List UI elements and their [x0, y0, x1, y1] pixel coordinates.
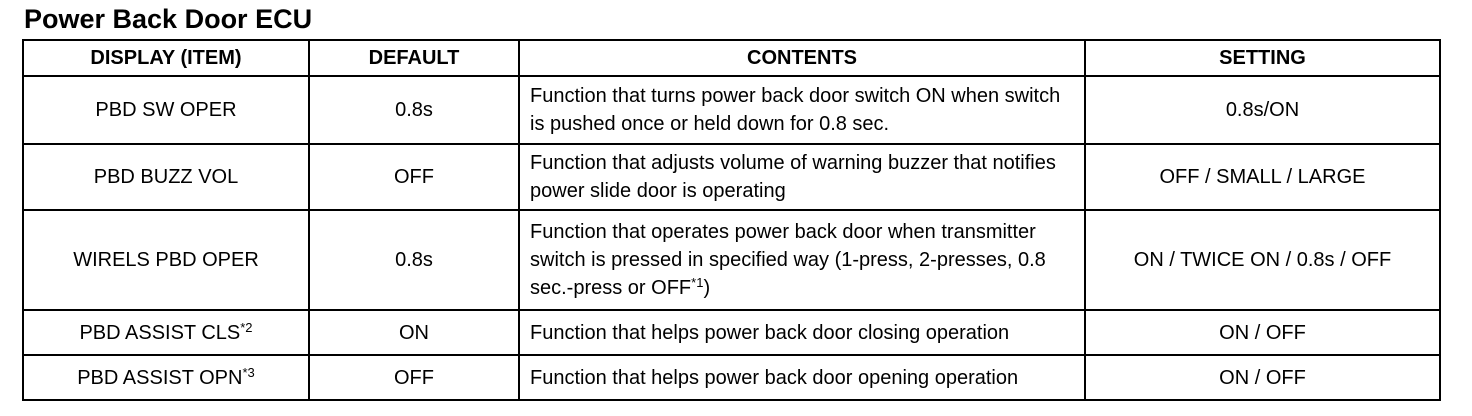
item-label: PBD ASSIST CLS: [79, 321, 241, 344]
footnote-marker: *2: [240, 319, 253, 335]
contents-text: Function that turns power back door swit…: [530, 85, 1061, 135]
cell-setting: ON / OFF: [1084, 309, 1441, 356]
item-label: WIRELS PBD OPER: [73, 249, 259, 271]
item-label: PBD BUZZ VOL: [93, 166, 239, 188]
cell-setting: ON / OFF: [1084, 354, 1441, 401]
footnote-marker: *3: [242, 364, 255, 380]
item-label: PBD SW OPER: [95, 99, 237, 121]
cell-default: 0.8s: [308, 209, 520, 311]
table-row: PBD SW OPER 0.8s Function that turns pow…: [22, 75, 1441, 145]
header-default: DEFAULT: [308, 39, 520, 77]
cell-default: OFF: [308, 143, 520, 211]
cell-contents: Function that turns power back door swit…: [518, 75, 1086, 145]
page-title: Power Back Door ECU: [24, 4, 313, 34]
contents-text: Function that adjusts volume of warning …: [530, 152, 1056, 202]
cell-item: WIRELS PBD OPER: [22, 209, 310, 311]
table-row: PBD ASSIST CLS*2 ON Function that helps …: [22, 309, 1441, 356]
cell-default: ON: [308, 309, 520, 356]
table-row: PBD ASSIST OPN*3 OFF Function that helps…: [22, 354, 1441, 401]
footnote-marker: *1: [691, 275, 704, 290]
cell-default: OFF: [308, 354, 520, 401]
contents-text: Function that operates power back door w…: [530, 221, 1046, 299]
table-row: PBD BUZZ VOL OFF Function that adjusts v…: [22, 143, 1441, 211]
cell-contents: Function that adjusts volume of warning …: [518, 143, 1086, 211]
cell-contents: Function that helps power back door clos…: [518, 309, 1086, 356]
contents-text: Function that helps power back door open…: [530, 366, 1019, 389]
cell-default: 0.8s: [308, 75, 520, 145]
header-display-item: DISPLAY (ITEM): [22, 39, 310, 77]
table-row: WIRELS PBD OPER 0.8s Function that opera…: [22, 209, 1441, 311]
cell-setting: OFF / SMALL / LARGE: [1084, 143, 1441, 211]
cell-item: PBD ASSIST OPN*3: [22, 354, 310, 401]
cell-contents: Function that operates power back door w…: [518, 209, 1086, 311]
item-label: PBD ASSIST OPN: [77, 366, 243, 389]
header-setting: SETTING: [1084, 39, 1441, 77]
contents-text: Function that helps power back door clos…: [530, 321, 1010, 344]
cell-setting: 0.8s/ON: [1084, 75, 1441, 145]
cell-item: PBD ASSIST CLS*2: [22, 309, 310, 356]
cell-item: PBD BUZZ VOL: [22, 143, 310, 211]
contents-tail: ): [703, 277, 711, 299]
ecu-settings-table: DISPLAY (ITEM) DEFAULT CONTENTS SETTING …: [22, 39, 1441, 401]
cell-contents: Function that helps power back door open…: [518, 354, 1086, 401]
cell-item: PBD SW OPER: [22, 75, 310, 145]
header-contents: CONTENTS: [518, 39, 1086, 77]
table-header-row: DISPLAY (ITEM) DEFAULT CONTENTS SETTING: [22, 39, 1441, 77]
cell-setting: ON / TWICE ON / 0.8s / OFF: [1084, 209, 1441, 311]
